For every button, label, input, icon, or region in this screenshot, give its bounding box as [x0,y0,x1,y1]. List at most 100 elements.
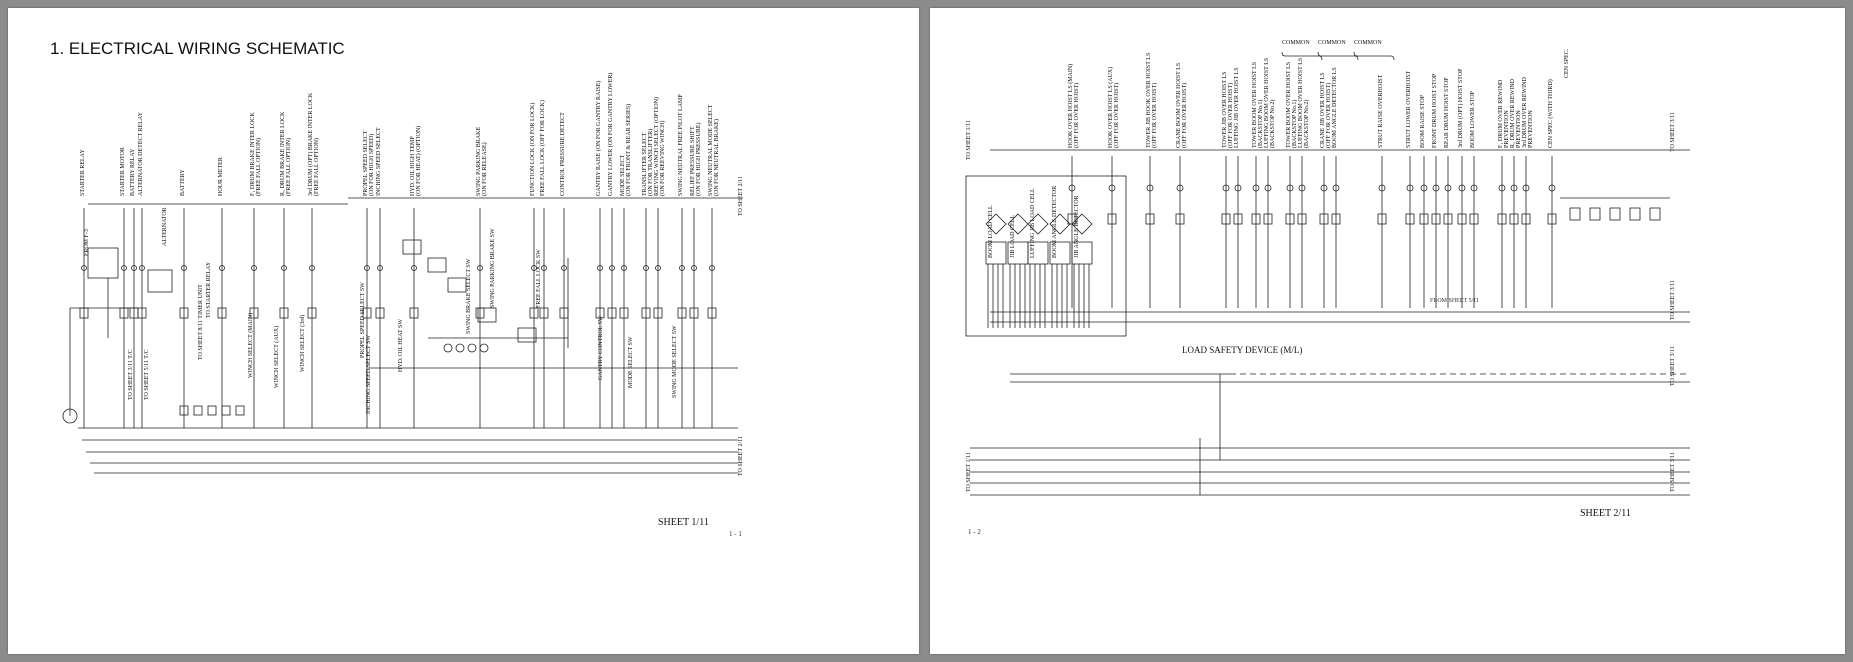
switch-terminal [1068,184,1076,192]
connector-box [179,307,189,319]
relay-box [1629,207,1641,221]
sensor-terminal-block [985,241,1007,265]
connector-box [619,307,629,319]
switch-terminal [309,265,315,271]
lamp-symbol [455,343,465,353]
schematic-page-2: SHEET 2/11 1 - 2 LOAD SAFETY DEVICE (M/L… [930,8,1845,654]
connector-box [1331,213,1341,225]
connector-box [279,307,289,319]
switch-terminal [81,265,87,271]
common-bracket [1281,51,1323,61]
connector-box [595,307,605,319]
common-label: COMMON [1282,40,1310,46]
relay-box [1649,207,1661,221]
switch-terminal [1146,184,1154,192]
bridge-sensor-symbol [1027,213,1049,235]
switch-terminal [1264,184,1272,192]
switch-terminal [131,265,137,271]
switch-terminal [1234,184,1242,192]
bridge-sensor-symbol [985,213,1007,235]
switch-terminal [1298,184,1306,192]
connector-box [307,307,317,319]
relay-box [427,257,447,273]
connector-box [1233,213,1243,225]
switch-terminal [1332,184,1340,192]
relay-box [402,239,422,255]
load-safety-frame [965,175,1127,337]
connector-box [607,307,617,319]
switch-terminal [477,265,483,271]
connector-box [362,307,372,319]
switch-terminal [1320,184,1328,192]
relay-box [1589,207,1601,221]
connector-box [1457,213,1467,225]
connector-box [1285,213,1295,225]
fuse-box [235,405,245,416]
connector-box [1469,213,1479,225]
connector-box [1509,213,1519,225]
switch-terminal [1522,184,1530,192]
switch-terminal [643,265,649,271]
switch-terminal [377,265,383,271]
switch-terminal [609,265,615,271]
switch-terminal [1458,184,1466,192]
switch-terminal [411,265,417,271]
connector-box [1297,213,1307,225]
connector-box [1221,213,1231,225]
relay-box [517,327,537,343]
fuse-box [193,405,203,416]
connector-box [641,307,651,319]
switch-terminal [1286,184,1294,192]
connector-box [1431,213,1441,225]
sheet-label: SHEET 2/11 [1580,508,1631,519]
bridge-sensor-symbol [1071,213,1093,235]
connector-box [539,307,549,319]
lamp-symbol [467,343,477,353]
switch-terminal [1432,184,1440,192]
connector-box [1145,213,1155,225]
connector-box [217,307,227,319]
switch-terminal [691,265,697,271]
sensor-terminal-block [1049,241,1071,265]
switch-terminal [1498,184,1506,192]
switch-terminal [597,265,603,271]
switch-terminal [1470,184,1478,192]
switch-terminal [1406,184,1414,192]
common-label: COMMON [1318,40,1346,46]
switch-terminal [1548,184,1556,192]
connector-box [249,307,259,319]
connector-box [1521,213,1531,225]
connector-box [1067,213,1077,225]
sensor-terminal-block [1071,241,1093,265]
switch-terminal [1252,184,1260,192]
connector-box [1405,213,1415,225]
switch-terminal [561,265,567,271]
fuse-box [207,405,217,416]
starter-relay-box [87,247,119,279]
switch-terminal [541,265,547,271]
connector-box [375,307,385,319]
switch-terminal [709,265,715,271]
switch-terminal [1378,184,1386,192]
relay-box [477,307,497,323]
connector-box [1319,213,1329,225]
common-bracket [1353,51,1395,61]
connector-box [707,307,717,319]
connector-box [689,307,699,319]
relay-box [1569,207,1581,221]
connector-box [1443,213,1453,225]
sensor-terminal-block [1027,241,1049,265]
fuse-box [221,405,231,416]
common-label: COMMON [1354,40,1382,46]
lamp-symbol [479,343,489,353]
connector-box [1107,213,1117,225]
lamp-symbol [443,343,453,353]
connector-box [1263,213,1273,225]
connector-box [1547,213,1557,225]
switch-terminal [121,265,127,271]
common-bracket [1317,51,1359,61]
switch-terminal [655,265,661,271]
switch-terminal [1176,184,1184,192]
switch-terminal [281,265,287,271]
connector-box [653,307,663,319]
